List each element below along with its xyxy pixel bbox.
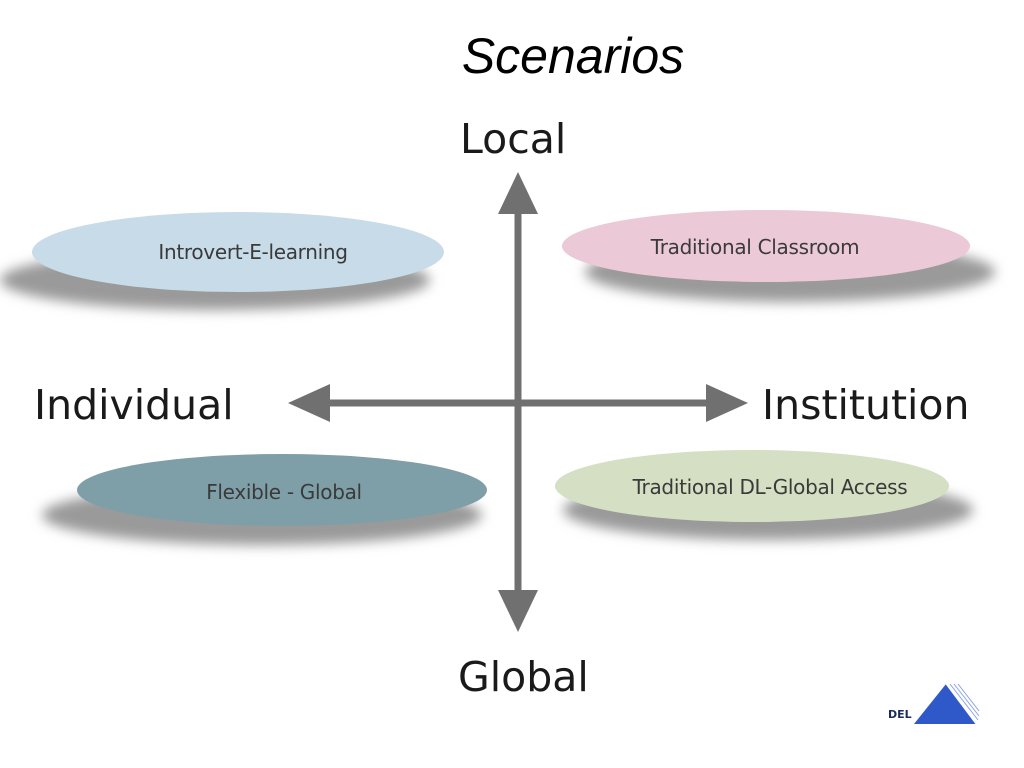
arrow-head-up (498, 172, 538, 214)
axis-label-individual: Individual (34, 381, 234, 429)
ellipse-introvert-e-learning (32, 212, 444, 292)
arrow-head-right (706, 384, 748, 422)
axis-label-local: Local (460, 115, 567, 163)
quadrant-label-flexible-global: Flexible - Global (206, 480, 362, 504)
ellipse-flexible-global (77, 454, 487, 526)
arrow-head-down (498, 590, 538, 632)
logo-text: DEL (888, 708, 912, 721)
axis-label-institution: Institution (762, 381, 970, 429)
ellipse-traditional-dl-global-access (555, 450, 949, 522)
del-logo-icon (914, 683, 980, 725)
axis-label-global: Global (458, 653, 589, 701)
slide-title: Scenarios (461, 28, 685, 84)
ellipse-traditional-classroom (562, 210, 970, 282)
quadrant-label-traditional-classroom: Traditional Classroom (650, 235, 860, 259)
arrow-head-left (288, 384, 330, 422)
quadrant-label-traditional-dl-global-access: Traditional DL-Global Access (632, 475, 908, 499)
quadrant-label-introvert-e-learning: Introvert-E-learning (158, 240, 348, 264)
